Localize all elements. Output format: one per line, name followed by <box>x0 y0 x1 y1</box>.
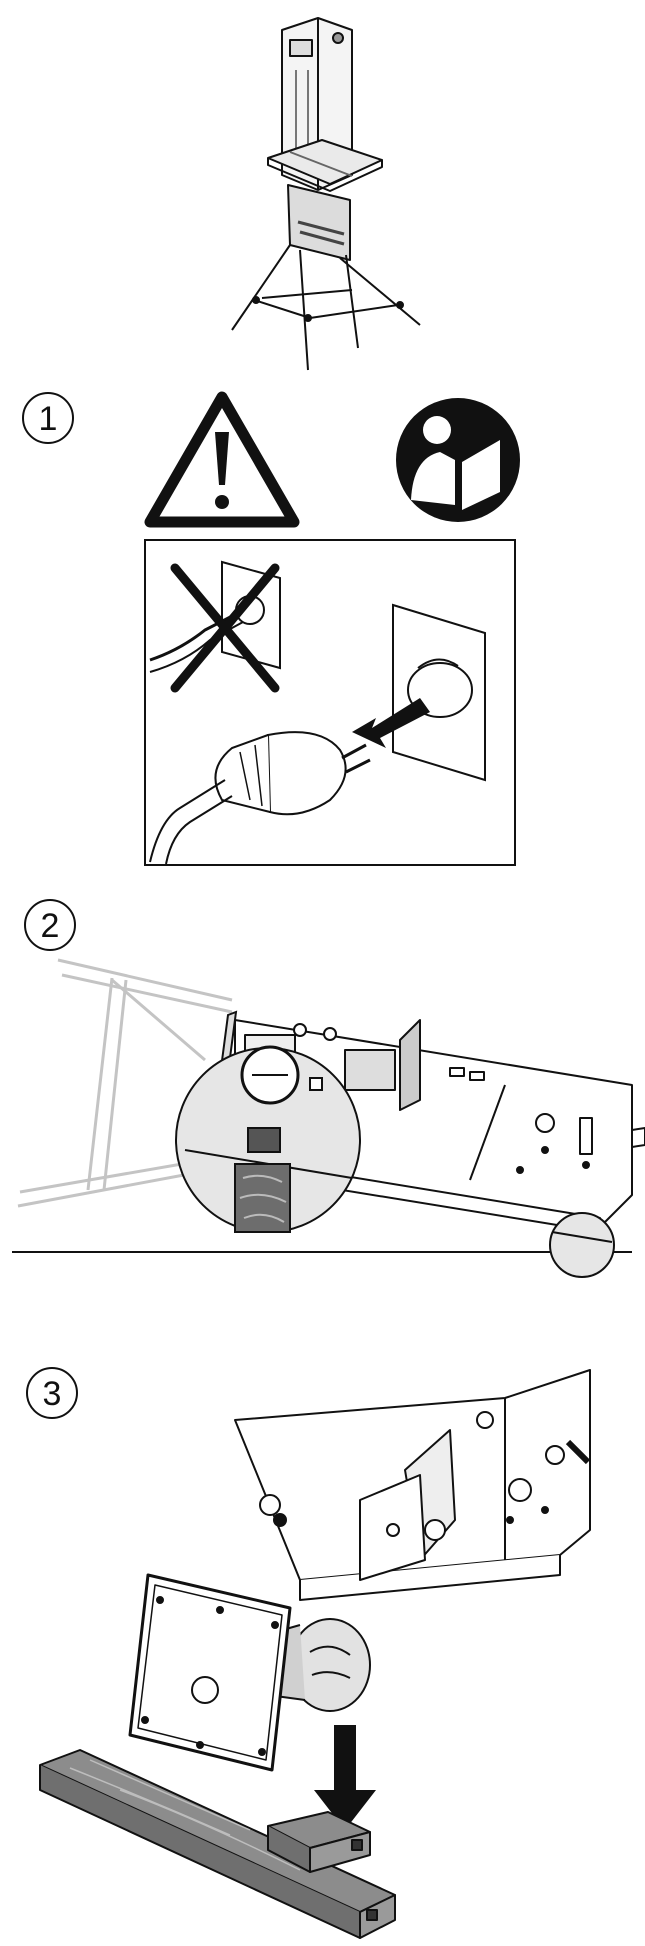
warning-triangle-icon <box>144 391 300 528</box>
step-2-number: 2 <box>41 907 60 945</box>
step-1-number: 1 <box>39 400 58 438</box>
step-3-marker: 3 <box>26 1367 78 1419</box>
saw-placed-on-blocks-diagram <box>39 1369 591 1939</box>
step-1-marker: 1 <box>22 392 74 444</box>
read-manual-icon <box>396 398 520 522</box>
step-3-number: 3 <box>43 1375 62 1413</box>
unplug-power-icon <box>144 539 516 866</box>
step-2-marker: 2 <box>24 899 76 951</box>
saw-tilted-diagram <box>12 958 645 1278</box>
band-saw-on-stand <box>231 17 421 371</box>
